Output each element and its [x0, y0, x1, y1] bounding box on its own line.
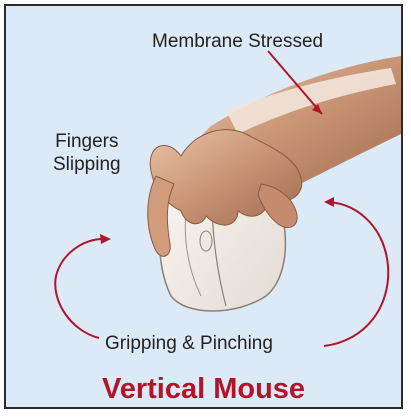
fingers-slipping-label: Fingers Slipping — [53, 130, 121, 176]
gripping-pinching-label: Gripping & Pinching — [101, 332, 277, 355]
caption-title: Vertical Mouse — [6, 372, 401, 406]
scroll-wheel — [200, 231, 212, 251]
membrane-stressed-label: Membrane Stressed — [152, 30, 323, 53]
illustration-panel: Membrane Stressed Fingers Slipping Gripp… — [4, 4, 403, 409]
right-grip-arrowhead — [324, 197, 334, 207]
left-grip-arrowhead — [100, 234, 111, 244]
right-grip-arrow — [324, 202, 388, 346]
fingers-label-line1: Fingers — [53, 130, 121, 153]
left-grip-arrow — [55, 239, 106, 338]
fingers-label-line2: Slipping — [53, 153, 121, 176]
